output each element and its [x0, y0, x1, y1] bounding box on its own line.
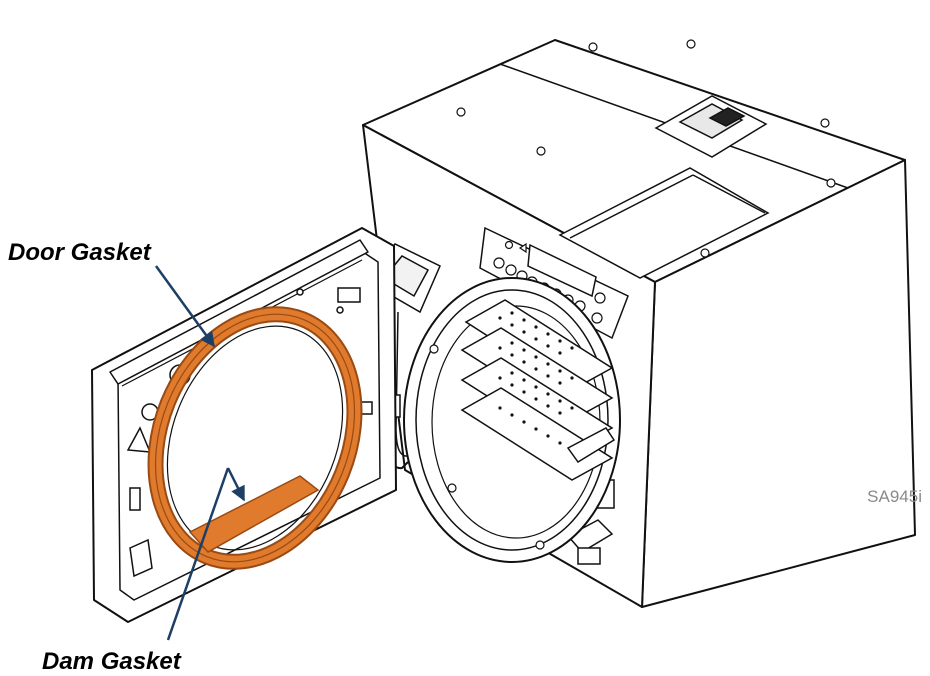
- tray-handle: [566, 427, 616, 464]
- drain-valve: [566, 519, 614, 553]
- top-fill-lid: [558, 167, 770, 279]
- door-gasket: [147, 306, 363, 570]
- top-handle: [654, 95, 768, 158]
- dam-gasket-leader: [166, 467, 230, 641]
- lcd-display: [527, 243, 597, 298]
- tray-perforations: [498, 311, 574, 445]
- door-gasket-label: Door Gasket: [8, 239, 151, 266]
- dam-gasket-label: Dam Gasket: [42, 648, 181, 675]
- door-latch: [126, 426, 152, 453]
- top-screws: [456, 39, 836, 258]
- door-gasket-leader: [154, 265, 216, 348]
- tray-rack: [460, 299, 616, 481]
- figure-id-label: SA945i: [867, 487, 922, 506]
- door-top-rail: [109, 239, 369, 385]
- dam-gasket-arrow: [226, 467, 246, 502]
